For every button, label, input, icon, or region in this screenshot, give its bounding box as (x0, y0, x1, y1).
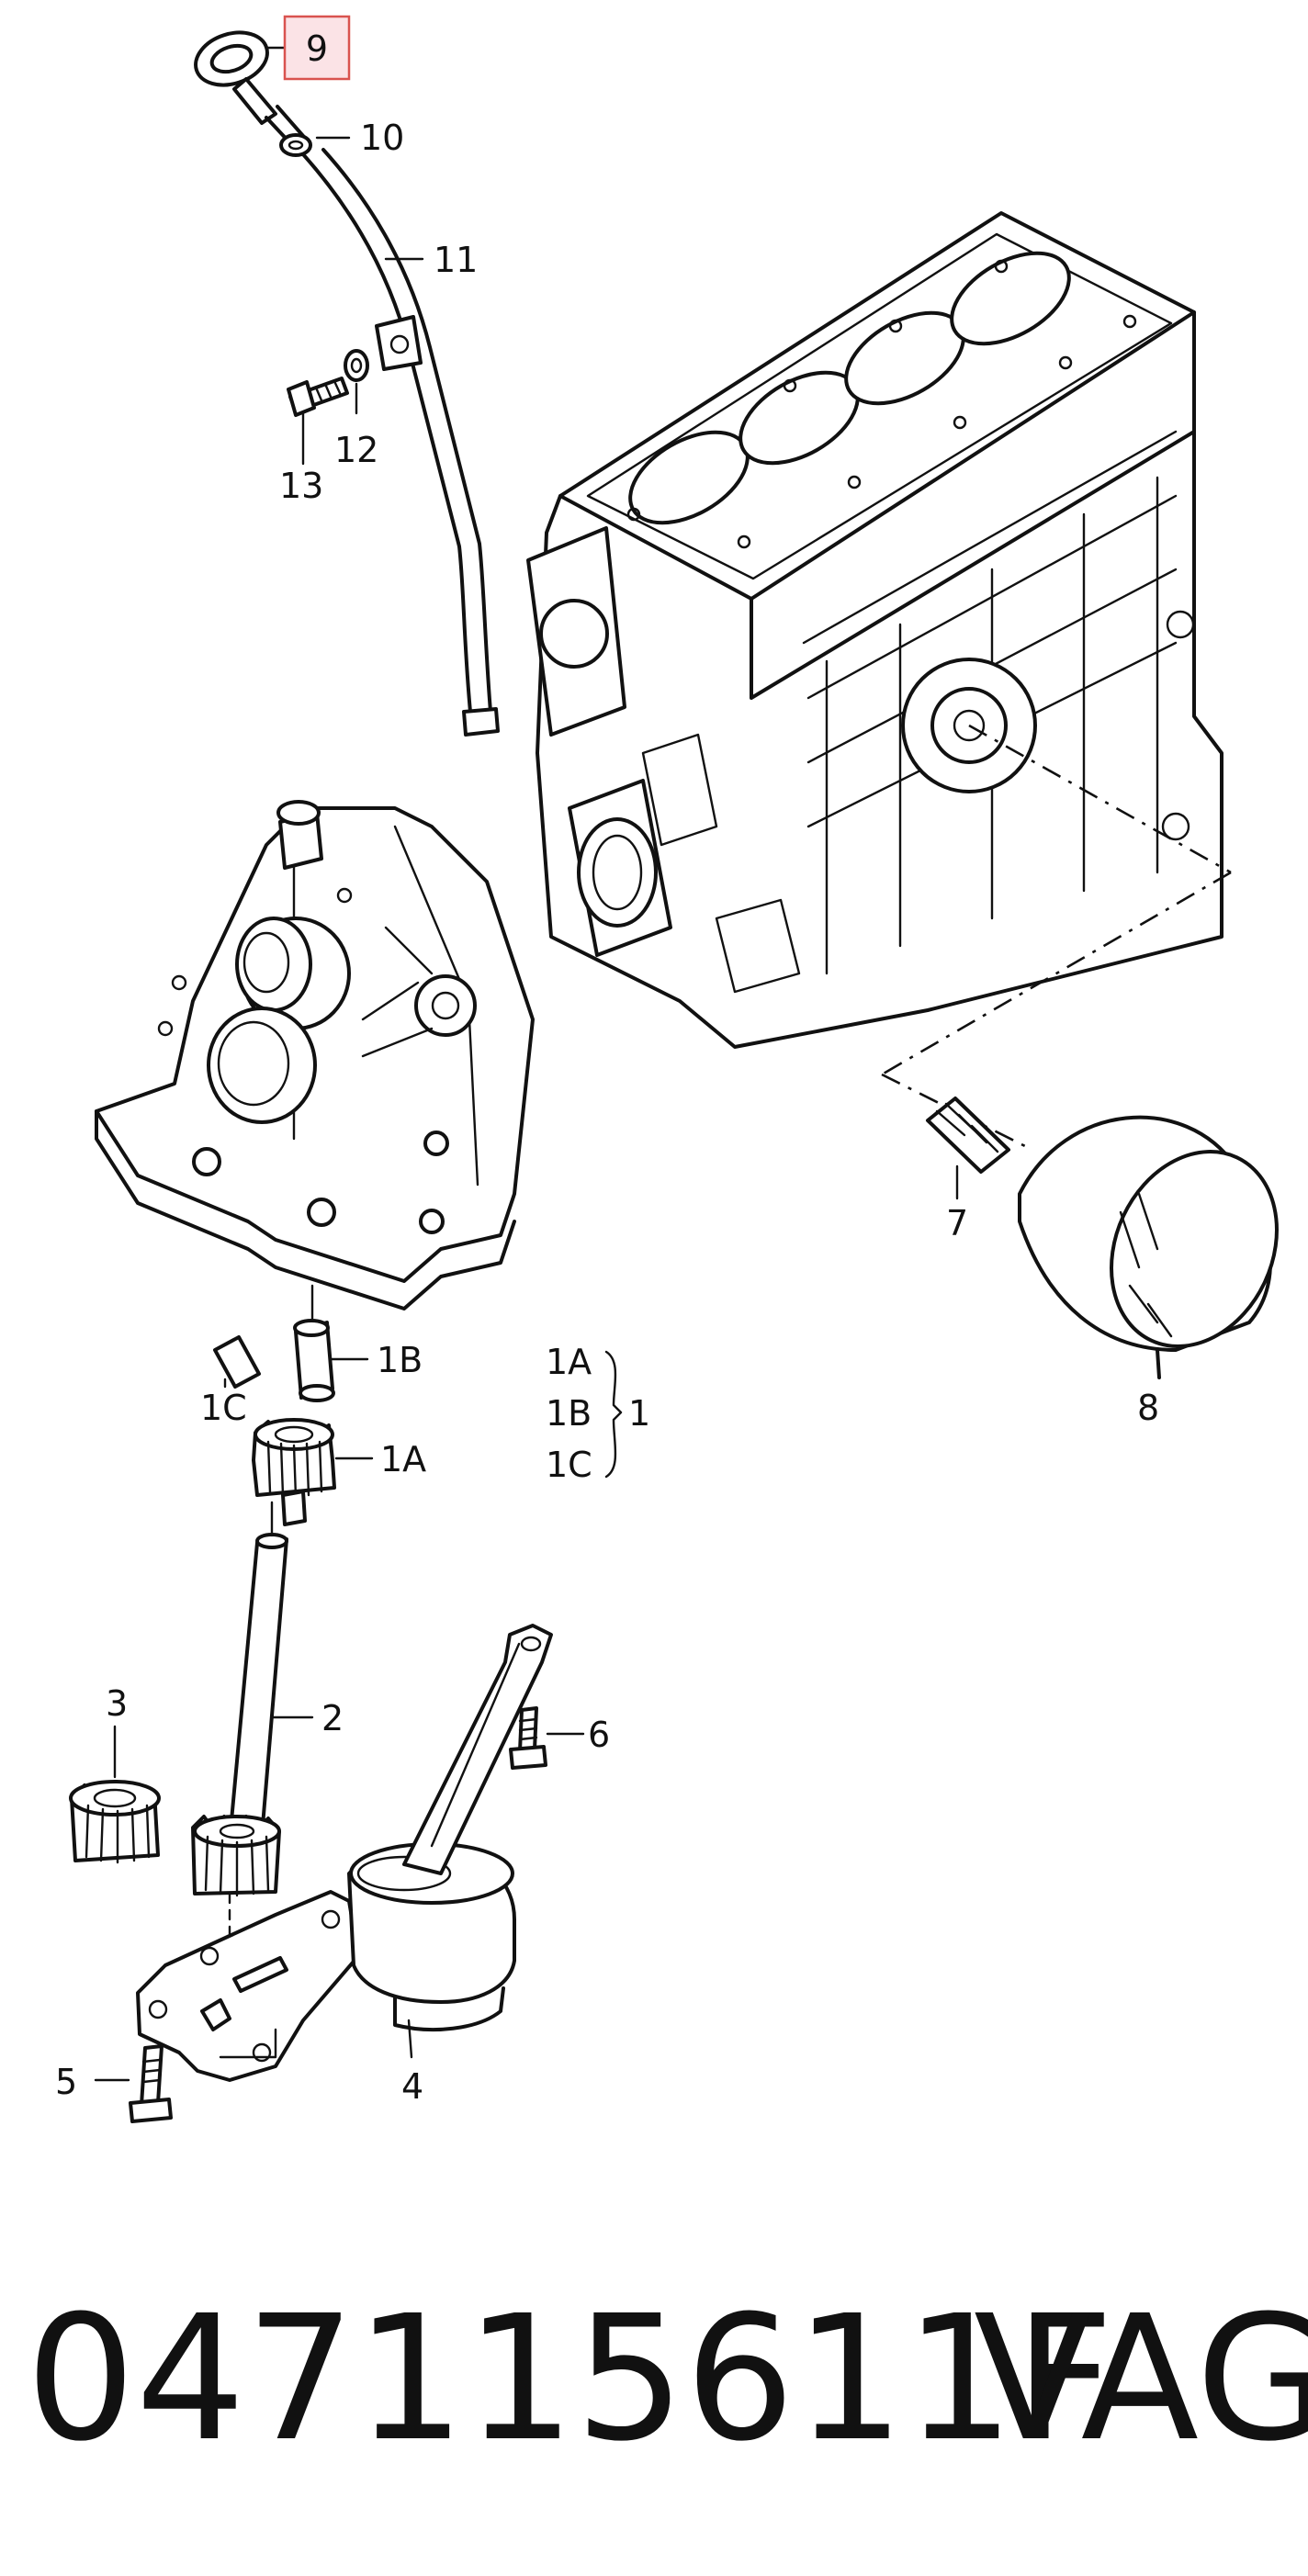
spring-pin (213, 1335, 261, 1389)
callout-7: 7 (946, 1203, 968, 1243)
pump-cover-bolt (129, 2044, 173, 2123)
callout-3: 3 (106, 1683, 128, 1724)
callout-11: 11 (434, 240, 478, 280)
cylinder-block (526, 211, 1232, 1150)
callout-8: 8 (1137, 1388, 1159, 1428)
oil-pump-housing (95, 800, 535, 1324)
o-ring-seal (279, 133, 312, 157)
legend-1a: 1A (546, 1342, 592, 1382)
legend-1c: 1C (546, 1445, 592, 1485)
callout-2: 2 (321, 1698, 344, 1738)
drive-gear (252, 1418, 336, 1526)
callout-4: 4 (401, 2066, 423, 2107)
callout-6: 6 (588, 1715, 610, 1755)
callout-1c: 1C (200, 1388, 247, 1428)
legend-group-1: 1 (628, 1393, 650, 1434)
callout-1b: 1B (377, 1340, 423, 1380)
callout-12: 12 (334, 430, 378, 470)
bracket-bolt (509, 1706, 547, 1770)
bush-sleeve (293, 1319, 335, 1402)
callout-13: 13 (279, 466, 323, 506)
callout-5: 5 (55, 2062, 77, 2102)
dipstick-guide-tube (301, 148, 500, 737)
brand-name: VAG (974, 2278, 1308, 2480)
shaft-gear (191, 1815, 281, 1944)
idler-gear (69, 1780, 161, 1864)
legend-1b: 1B (546, 1393, 592, 1434)
callout-9-highlight (283, 15, 351, 81)
gear-drive-shaft (228, 1501, 288, 1842)
oil-filter (1018, 1115, 1279, 1379)
part-number: 047115611F (26, 2278, 1114, 2480)
hex-bolt (287, 377, 349, 417)
oil-pump-body (136, 1624, 553, 2082)
leader-lines (94, 46, 959, 2082)
callout-1a: 1A (380, 1439, 426, 1479)
callout-9: 9 (306, 28, 328, 69)
threaded-stud (926, 1097, 1010, 1174)
washer (344, 349, 369, 382)
callout-10: 10 (360, 118, 404, 158)
